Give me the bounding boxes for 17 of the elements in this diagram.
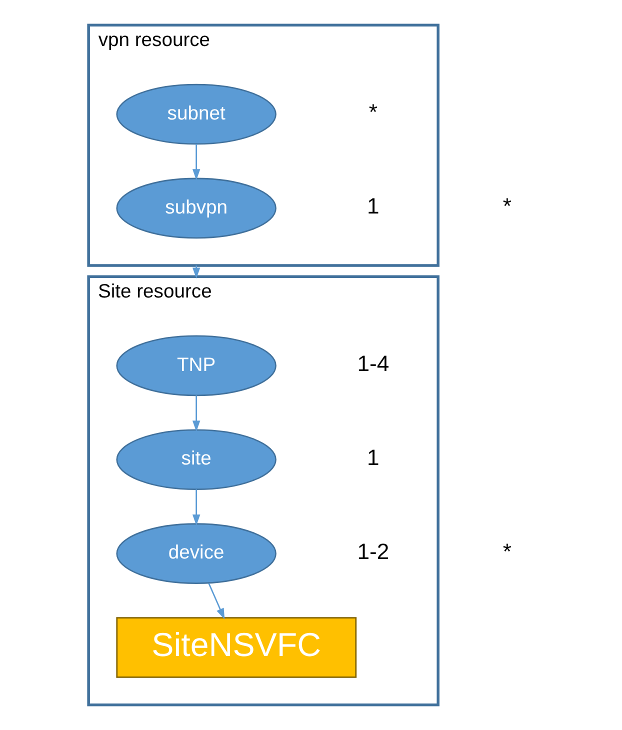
node-label: * [502, 538, 512, 564]
node-box: SiteNSVFC [116, 617, 357, 678]
arrow [192, 395, 200, 432]
node-label: 1 [367, 193, 380, 218]
node-label: * [502, 193, 512, 218]
node-ellipse: site [116, 429, 276, 490]
arrow [192, 489, 200, 526]
node-label: * [368, 100, 378, 125]
arrow [208, 583, 225, 620]
node-ellipse: TNP [116, 335, 276, 396]
node-ellipse: device [116, 523, 276, 584]
node-ellipse: subnet [116, 84, 276, 145]
arrow [192, 144, 200, 180]
node-label: 1 [367, 444, 380, 470]
node-label: 1-2 [357, 538, 390, 564]
node-label: 1-4 [357, 350, 390, 376]
node-ellipse: subvpn [116, 178, 276, 239]
